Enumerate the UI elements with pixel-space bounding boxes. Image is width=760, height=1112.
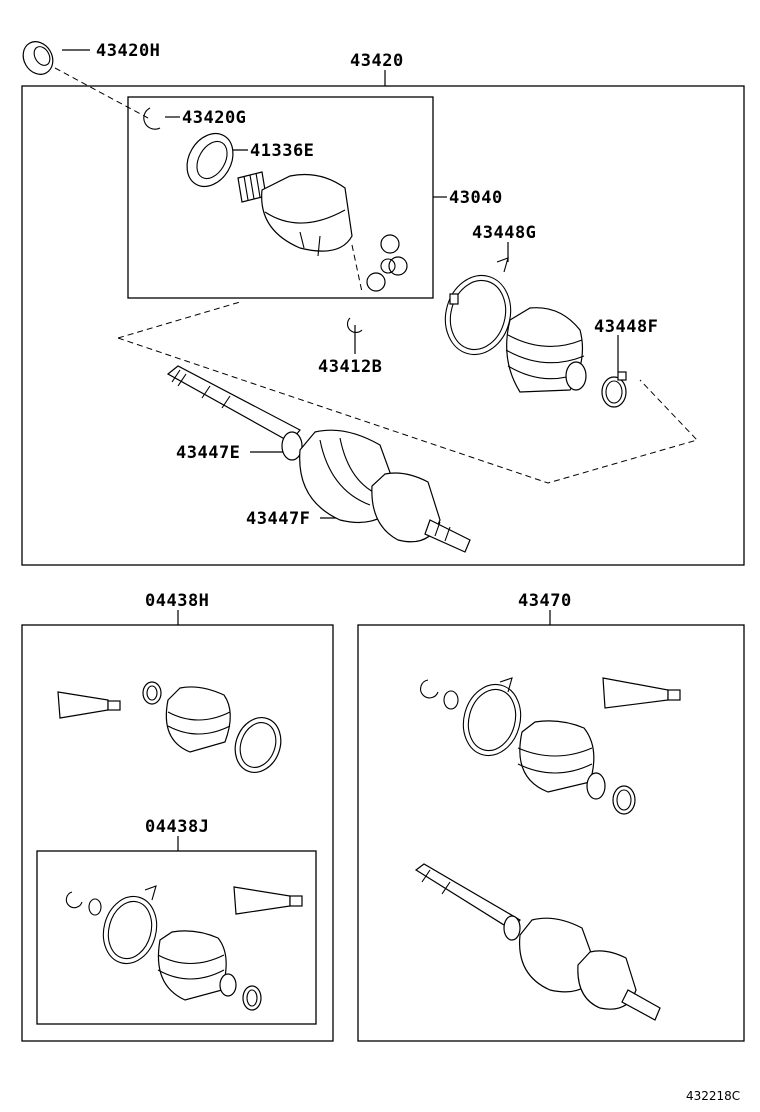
ring-41336E-part <box>186 132 234 188</box>
label-43420G: 43420G <box>182 108 246 128</box>
kit-04438J-frame <box>36 850 317 1025</box>
tripod-part <box>366 234 408 292</box>
label-43420H: 43420H <box>96 41 160 61</box>
assembly-43420-frame <box>21 85 745 566</box>
label-04438H: 04438H <box>145 591 209 611</box>
label-43470: 43470 <box>518 591 572 611</box>
label-43447F: 43447F <box>246 509 310 529</box>
label-43447E: 43447E <box>176 443 240 463</box>
snap-ring-43420G-part <box>143 107 161 130</box>
diagram-code: 432218C <box>686 1089 740 1103</box>
kit-04438H-parts <box>57 681 282 773</box>
label-04438J: 04438J <box>145 817 209 837</box>
boot-band-43448F-part <box>601 371 627 408</box>
label-43040: 43040 <box>449 188 503 208</box>
boot-part <box>505 307 587 393</box>
snap-ring-43412B-part <box>346 317 363 334</box>
label-43420: 43420 <box>350 51 404 71</box>
label-43448F: 43448F <box>594 317 658 337</box>
label-41336E: 41336E <box>250 141 314 161</box>
inboard-joint-43040-part <box>237 171 408 292</box>
drive-shaft-part <box>166 365 471 553</box>
label-43412B: 43412B <box>318 357 382 377</box>
assembly-43470-frame <box>357 624 745 1042</box>
assembly-43470-parts <box>414 677 681 1021</box>
kit-04438J-parts <box>65 885 303 1011</box>
label-43448G: 43448G <box>472 223 536 243</box>
oil-seal-43420H-part <box>22 41 54 75</box>
